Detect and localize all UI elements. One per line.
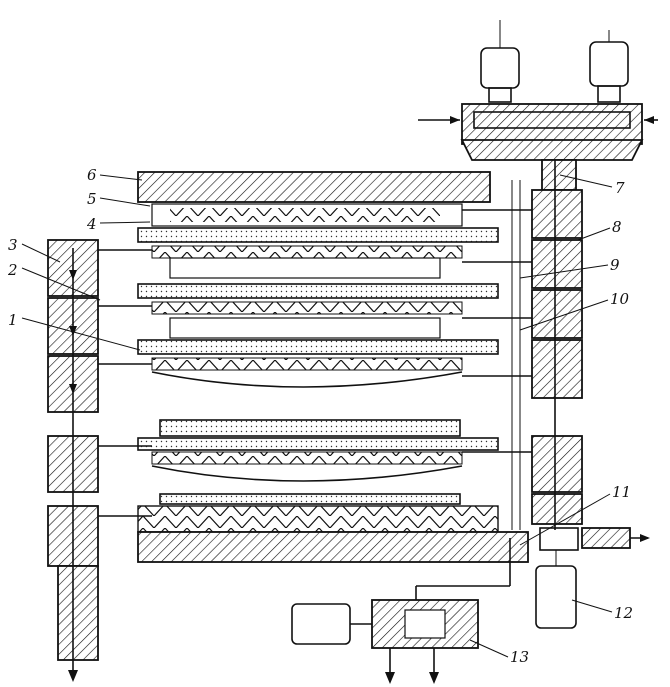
pressure-head bbox=[461, 103, 643, 145]
motor-left bbox=[480, 47, 520, 89]
callout-13: 13 bbox=[510, 648, 529, 666]
right-column bbox=[511, 159, 583, 530]
callout-3: 3 bbox=[8, 236, 18, 254]
callout-11: 11 bbox=[612, 483, 631, 501]
callout-8: 8 bbox=[612, 218, 622, 236]
callout-4: 4 bbox=[86, 215, 97, 233]
callout-5: 5 bbox=[87, 190, 97, 208]
left-column bbox=[47, 239, 99, 682]
base-plate bbox=[137, 531, 529, 563]
callout-6: 6 bbox=[87, 166, 97, 184]
motor-12 bbox=[535, 527, 650, 629]
callout-10: 10 bbox=[610, 290, 630, 308]
callout-12: 12 bbox=[614, 604, 633, 622]
plate-stack bbox=[98, 171, 532, 563]
leader-lines bbox=[21, 174, 613, 658]
callout-1: 1 bbox=[8, 311, 18, 329]
callouts: 1 2 3 4 5 6 7 8 9 10 11 12 13 bbox=[7, 166, 633, 666]
top-plate-6 bbox=[137, 171, 491, 203]
callout-9: 9 bbox=[610, 256, 620, 274]
valve-13 bbox=[291, 538, 511, 684]
callout-7: 7 bbox=[615, 179, 625, 197]
callout-2: 2 bbox=[7, 261, 18, 279]
motor-right bbox=[589, 41, 629, 87]
top-drive-unit bbox=[418, 20, 658, 161]
